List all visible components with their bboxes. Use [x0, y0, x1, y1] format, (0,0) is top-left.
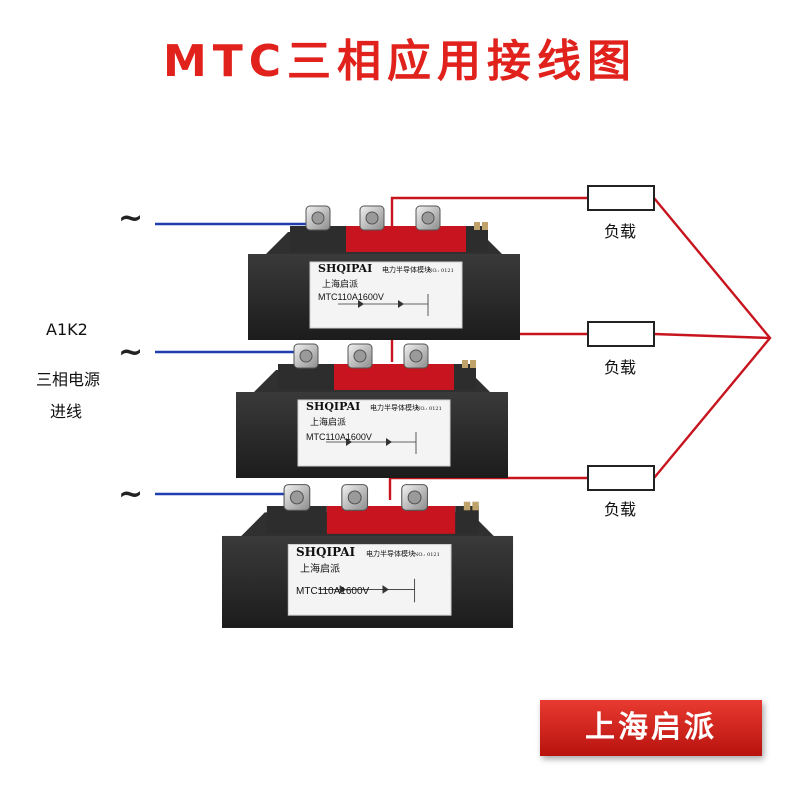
- load-resistor-3: [587, 465, 655, 491]
- brand-badge: 上海启派: [540, 700, 762, 756]
- module-model: MTC110A1600V: [306, 432, 372, 442]
- load-label-1: 负载: [604, 222, 637, 241]
- module-1-label: SHQIPAI 上海启派 MTC110A1600V 电力半导体模块 NO.: 0…: [318, 262, 454, 302]
- source-label-three-phase: 三相电源: [36, 370, 101, 389]
- ac-symbol-3: ~: [118, 477, 144, 512]
- load-label-2: 负载: [604, 358, 637, 377]
- module-brand-cn: 上海启派: [300, 562, 340, 575]
- module-brand-cn: 上海启派: [322, 278, 358, 290]
- module-type: 电力半导体模块: [370, 403, 419, 412]
- load-label-3: 负载: [604, 500, 637, 519]
- ac-symbol-2: ~: [118, 335, 144, 370]
- ac-symbol-1: ~: [118, 201, 144, 236]
- module-3-label: SHQIPAI 上海启派 MTC110A1600V 电力半导体模块 NO.: 0…: [296, 545, 440, 597]
- source-label-a1k2: A1K2: [46, 320, 88, 339]
- module-brand: SHQIPAI: [296, 545, 356, 559]
- module-model: MTC110A1600V: [318, 292, 384, 302]
- load-resistor-2: [587, 321, 655, 347]
- module-serial: NO.: 0121: [414, 552, 440, 558]
- source-label-inlet: 进线: [50, 402, 83, 421]
- module-serial: NO.: 0121: [416, 406, 442, 412]
- load-resistor-1: [587, 185, 655, 211]
- module-type: 电力半导体模块: [382, 265, 431, 274]
- input-wiring: [155, 222, 318, 496]
- module-brand-cn: 上海启派: [310, 416, 346, 428]
- module-brand: SHQIPAI: [306, 400, 360, 413]
- module-2-label: SHQIPAI 上海启派 MTC110A1600V 电力半导体模块 NO.: 0…: [306, 400, 442, 442]
- module-serial: NO.: 0121: [428, 268, 454, 274]
- module-brand: SHQIPAI: [318, 262, 372, 275]
- page-title: MTC三相应用接线图: [162, 36, 638, 87]
- module-model: MTC110A1600V: [296, 586, 370, 597]
- module-type: 电力半导体模块: [366, 549, 415, 558]
